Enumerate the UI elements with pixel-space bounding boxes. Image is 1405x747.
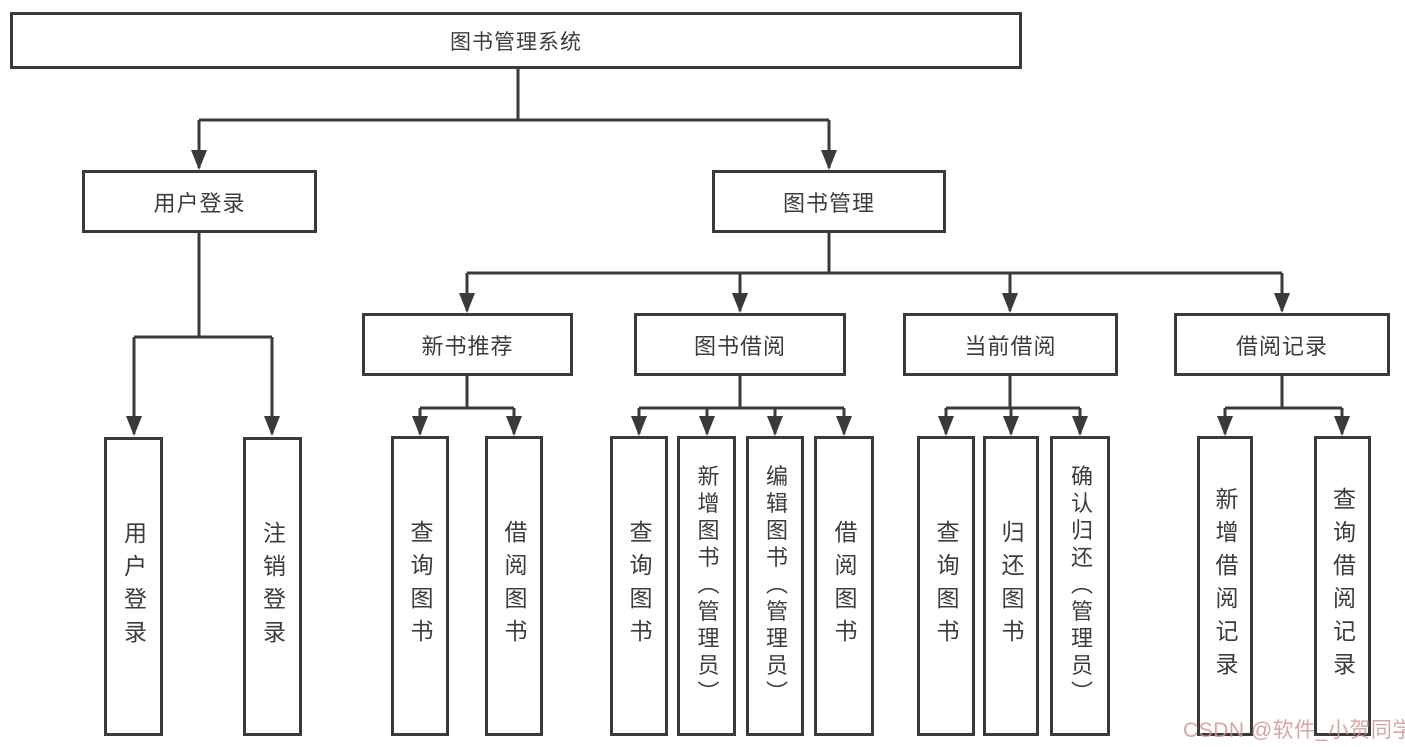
csdn-watermark: CSDN @软件_小贺同学	[1183, 719, 1405, 742]
node-label: 编辑图书（管理员）	[763, 464, 788, 708]
node-library-management-system: 图书管理系统	[10, 12, 1022, 69]
node-new-book-recommendation: 新书推荐	[362, 313, 573, 376]
node-label: 查询图书	[933, 520, 959, 652]
leaf-edit-books-admin: 编辑图书（管理员）	[746, 436, 804, 736]
node-label: 新书推荐	[421, 333, 514, 359]
node-label: 借阅记录	[1235, 333, 1328, 359]
node-borrowing-records: 借阅记录	[1174, 313, 1390, 376]
node-current-borrowing: 当前借阅	[903, 313, 1118, 376]
leaf-user-login: 用户登录	[104, 437, 163, 736]
node-label: 用户登录	[153, 190, 246, 216]
node-label: 新增图书（管理员）	[694, 464, 720, 708]
node-label: 注销登录	[259, 520, 286, 653]
node-label: 当前借阅	[964, 333, 1057, 359]
leaf-logout: 注销登录	[243, 437, 302, 736]
node-label: 借阅图书	[831, 520, 857, 652]
node-label: 借阅图书	[501, 520, 527, 652]
leaf-confirm-return-admin: 确认归还（管理员）	[1050, 436, 1110, 736]
node-book-management: 图书管理	[712, 170, 946, 233]
leaf-borrow-books-recommend: 借阅图书	[485, 436, 543, 736]
leaf-add-borrow-record: 新增借阅记录	[1197, 436, 1253, 736]
node-user-login: 用户登录	[82, 170, 317, 233]
leaf-query-books-current: 查询图书	[917, 436, 975, 736]
leaf-return-books: 归还图书	[983, 436, 1039, 736]
leaf-borrow-books: 借阅图书	[814, 436, 874, 736]
leaf-query-borrow-record: 查询借阅记录	[1314, 436, 1371, 736]
node-label: 图书管理系统	[450, 30, 582, 54]
node-label: 查询图书	[407, 520, 433, 652]
node-label: 新增借阅记录	[1212, 487, 1238, 685]
node-book-borrowing: 图书借阅	[634, 313, 846, 376]
node-label: 图书借阅	[693, 333, 786, 359]
node-label: 查询图书	[626, 520, 652, 652]
leaf-query-books-borrow: 查询图书	[610, 436, 668, 736]
node-label: 图书管理	[782, 190, 875, 216]
node-label: 归还图书	[998, 520, 1024, 652]
leaf-add-books-admin: 新增图书（管理员）	[677, 436, 736, 736]
node-label: 用户登录	[120, 520, 147, 653]
node-label: 确认归还（管理员）	[1068, 464, 1093, 708]
leaf-query-books-recommend: 查询图书	[391, 436, 449, 736]
node-label: 查询借阅记录	[1329, 487, 1356, 685]
